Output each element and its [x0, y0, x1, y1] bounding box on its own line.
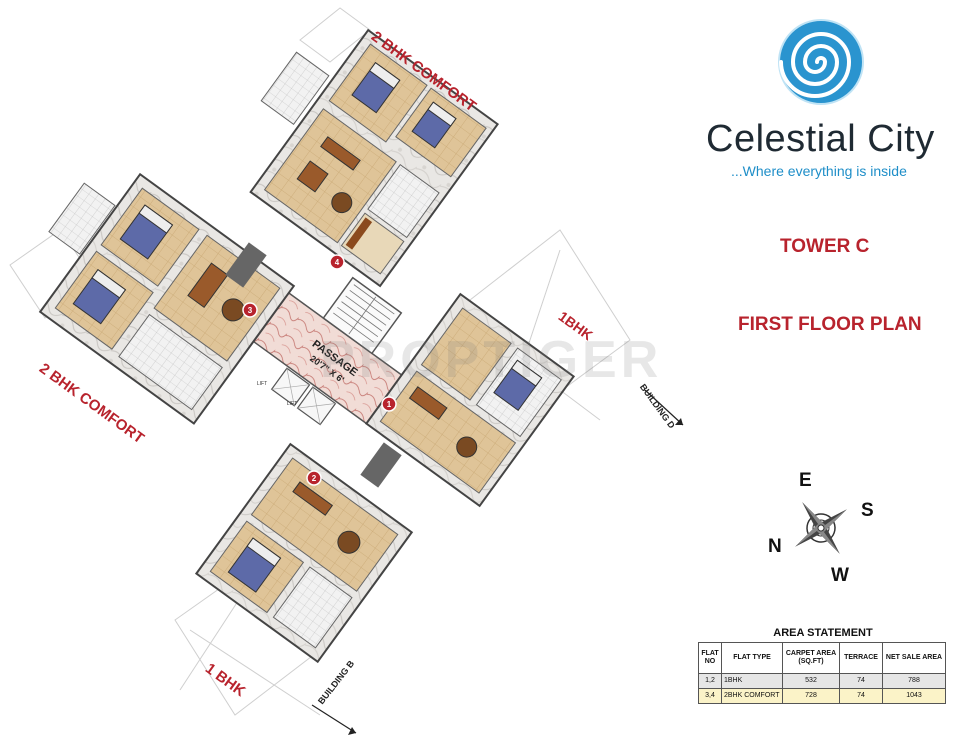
- flat-marker-2: 2: [312, 474, 317, 483]
- cell-flat-type: 1BHK: [721, 673, 783, 689]
- cell-terrace: 74: [839, 673, 883, 689]
- compass-s: S: [861, 500, 874, 521]
- table-row: 3,4 2BHK COMFORT 728 74 1043: [698, 688, 946, 704]
- lift-label-1: LIFT: [257, 381, 267, 387]
- area-statement-title: AREA STATEMENT: [773, 627, 873, 639]
- header-terrace: TERRACE: [839, 642, 883, 674]
- flat-markers: [242, 254, 397, 486]
- cell-carpet-area: 532: [782, 673, 840, 689]
- header-flat-no: FLAT NO: [698, 642, 722, 674]
- compass-n: N: [768, 536, 782, 557]
- compass-rose-icon: [795, 502, 847, 554]
- compass-w: W: [831, 565, 849, 586]
- brand-tagline: ...Where everything is inside: [731, 163, 907, 179]
- flat-marker-1: 1: [387, 400, 392, 409]
- cell-flat-no: 3,4: [698, 688, 722, 704]
- area-statement-table: FLAT NO FLAT TYPE CARPET AREA (SQ.FT) TE…: [698, 642, 946, 704]
- flat-marker-4: 4: [335, 258, 340, 267]
- cell-flat-type: 2BHK COMFORT: [721, 688, 783, 704]
- building-d-arrow: [644, 389, 684, 426]
- compass-e: E: [799, 470, 812, 491]
- cell-net-sale-area: 788: [882, 673, 946, 689]
- header-flat-type: FLAT TYPE: [721, 642, 783, 674]
- header-net-sale-area: NET SALE AREA: [882, 642, 946, 674]
- building-b-arrow: [311, 704, 357, 735]
- cell-net-sale-area: 1043: [882, 688, 946, 704]
- cell-flat-no: 1,2: [698, 673, 722, 689]
- floor-plan-heading: FIRST FLOOR PLAN: [738, 314, 922, 335]
- brand-block: Celestial City ...Where everything is in…: [696, 18, 946, 188]
- cell-terrace: 74: [839, 688, 883, 704]
- watermark-text: PROPTIGER: [320, 331, 663, 389]
- tower-heading: TOWER C: [780, 236, 870, 257]
- brand-name: Celestial City: [706, 118, 935, 160]
- flat-marker-3: 3: [248, 306, 253, 315]
- lift-label-2: LIFT: [287, 401, 297, 407]
- cell-carpet-area: 728: [782, 688, 840, 704]
- table-row: 1,2 1BHK 532 74 788: [698, 673, 946, 689]
- table-header-row: FLAT NO FLAT TYPE CARPET AREA (SQ.FT) TE…: [698, 642, 946, 674]
- header-carpet-area: CARPET AREA (SQ.FT): [782, 642, 840, 674]
- swirl-icon: [778, 19, 864, 105]
